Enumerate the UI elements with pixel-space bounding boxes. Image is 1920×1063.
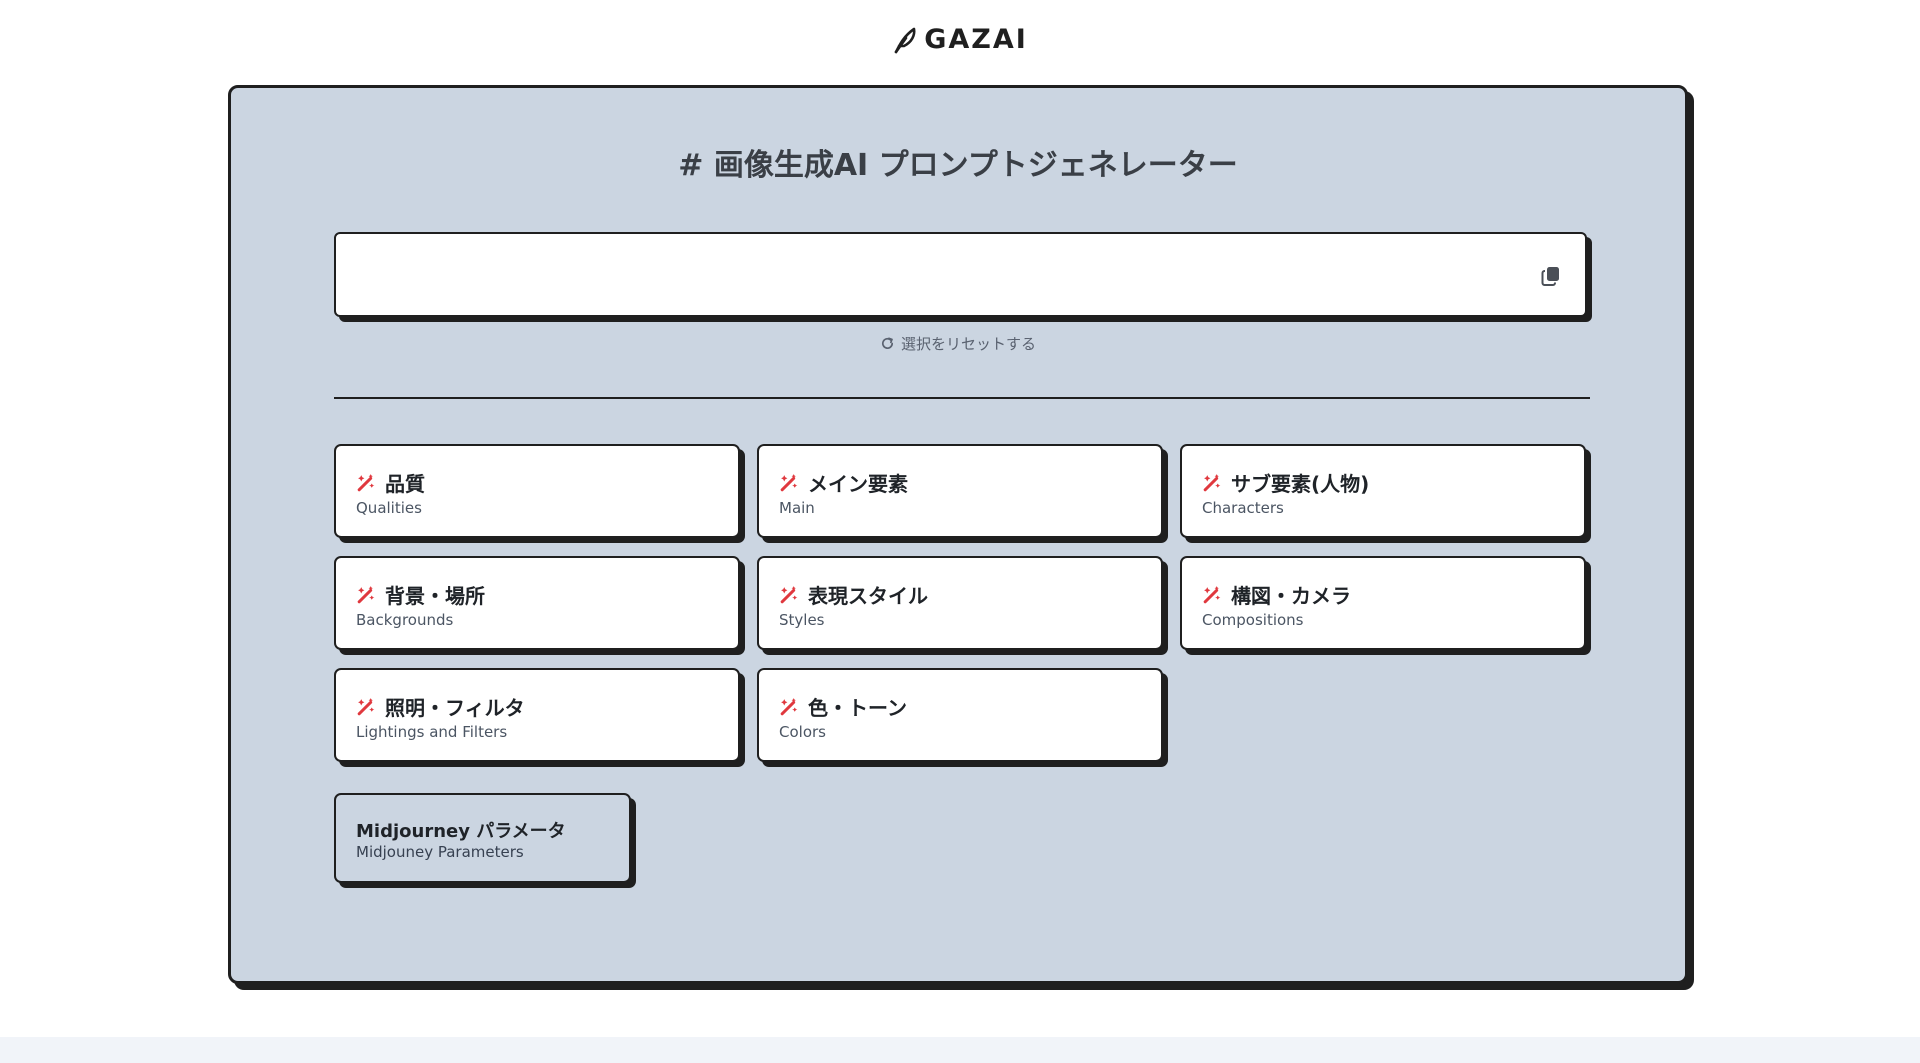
footer [0, 1037, 1920, 1063]
card-title-row: 照明・フィルタ [356, 692, 525, 721]
card-title: 色・トーン [808, 696, 907, 720]
card-subtitle: Main [779, 499, 815, 517]
card-title-row: 背景・場所 [356, 580, 485, 609]
magic-wand-icon [1203, 474, 1221, 492]
section-divider [334, 397, 1590, 399]
card-title-row: サブ要素(人物) [1202, 468, 1369, 497]
page-title: # 画像生成AI プロンプトジェネレーター [678, 148, 1238, 183]
midjourney-subtitle: Midjouney Parameters [356, 843, 524, 861]
magic-wand-icon [780, 586, 798, 604]
card-title: 品質 [385, 472, 425, 496]
card-title: メイン要素 [808, 472, 908, 496]
card-subtitle: Compositions [1202, 611, 1304, 629]
brand-logo[interactable]: GAZAI [0, 24, 1920, 55]
magic-wand-icon [357, 698, 375, 716]
category-card-characters[interactable]: サブ要素(人物) Characters [1180, 444, 1586, 538]
card-subtitle: Lightings and Filters [356, 723, 508, 741]
refresh-icon [881, 337, 894, 349]
magic-wand-icon [1203, 586, 1221, 604]
magic-wand-icon [357, 474, 375, 492]
card-title: 表現スタイル [808, 584, 928, 608]
category-card-main[interactable]: メイン要素 Main [757, 444, 1163, 538]
category-card-colors[interactable]: 色・トーン Colors [757, 668, 1163, 762]
card-title-row: 表現スタイル [779, 580, 928, 609]
card-title-row: 構図・カメラ [1202, 580, 1351, 609]
reset-selection-button[interactable]: 選択をリセットする [231, 333, 1685, 354]
magic-wand-icon [780, 698, 798, 716]
card-title: 構図・カメラ [1231, 584, 1351, 608]
category-card-compositions[interactable]: 構図・カメラ Compositions [1180, 556, 1586, 650]
midjourney-title: Midjourney パラメータ [356, 821, 566, 842]
card-title-row: 色・トーン [779, 692, 907, 721]
card-subtitle: Qualities [356, 499, 422, 517]
card-subtitle: Backgrounds [356, 611, 454, 629]
category-card-lightings[interactable]: 照明・フィルタ Lightings and Filters [334, 668, 740, 762]
feather-icon [894, 27, 916, 53]
card-title-row: メイン要素 [779, 468, 908, 497]
prompt-output-box [334, 232, 1587, 317]
prompt-input[interactable] [350, 248, 1524, 302]
card-subtitle: Styles [779, 611, 825, 629]
card-title: サブ要素(人物) [1231, 472, 1370, 496]
reset-label: 選択をリセットする [900, 335, 1036, 353]
card-title: 照明・フィルタ [385, 696, 525, 720]
card-title-row: 品質 [356, 468, 425, 497]
category-card-backgrounds[interactable]: 背景・場所 Backgrounds [334, 556, 740, 650]
card-subtitle: Colors [779, 723, 826, 741]
magic-wand-icon [357, 586, 375, 604]
midjourney-parameters-card[interactable]: Midjourney パラメータ Midjouney Parameters [334, 793, 631, 883]
category-card-qualities[interactable]: 品質 Qualities [334, 444, 740, 538]
category-card-styles[interactable]: 表現スタイル Styles [757, 556, 1163, 650]
magic-wand-icon [780, 474, 798, 492]
generator-panel: # 画像生成AI プロンプトジェネレーター 選択をリセットする 品質 Quali… [228, 85, 1688, 984]
copy-icon[interactable] [1539, 264, 1563, 288]
card-title: 背景・場所 [385, 584, 485, 608]
card-subtitle: Characters [1202, 499, 1284, 517]
brand-name: GAZAI [924, 24, 1028, 55]
